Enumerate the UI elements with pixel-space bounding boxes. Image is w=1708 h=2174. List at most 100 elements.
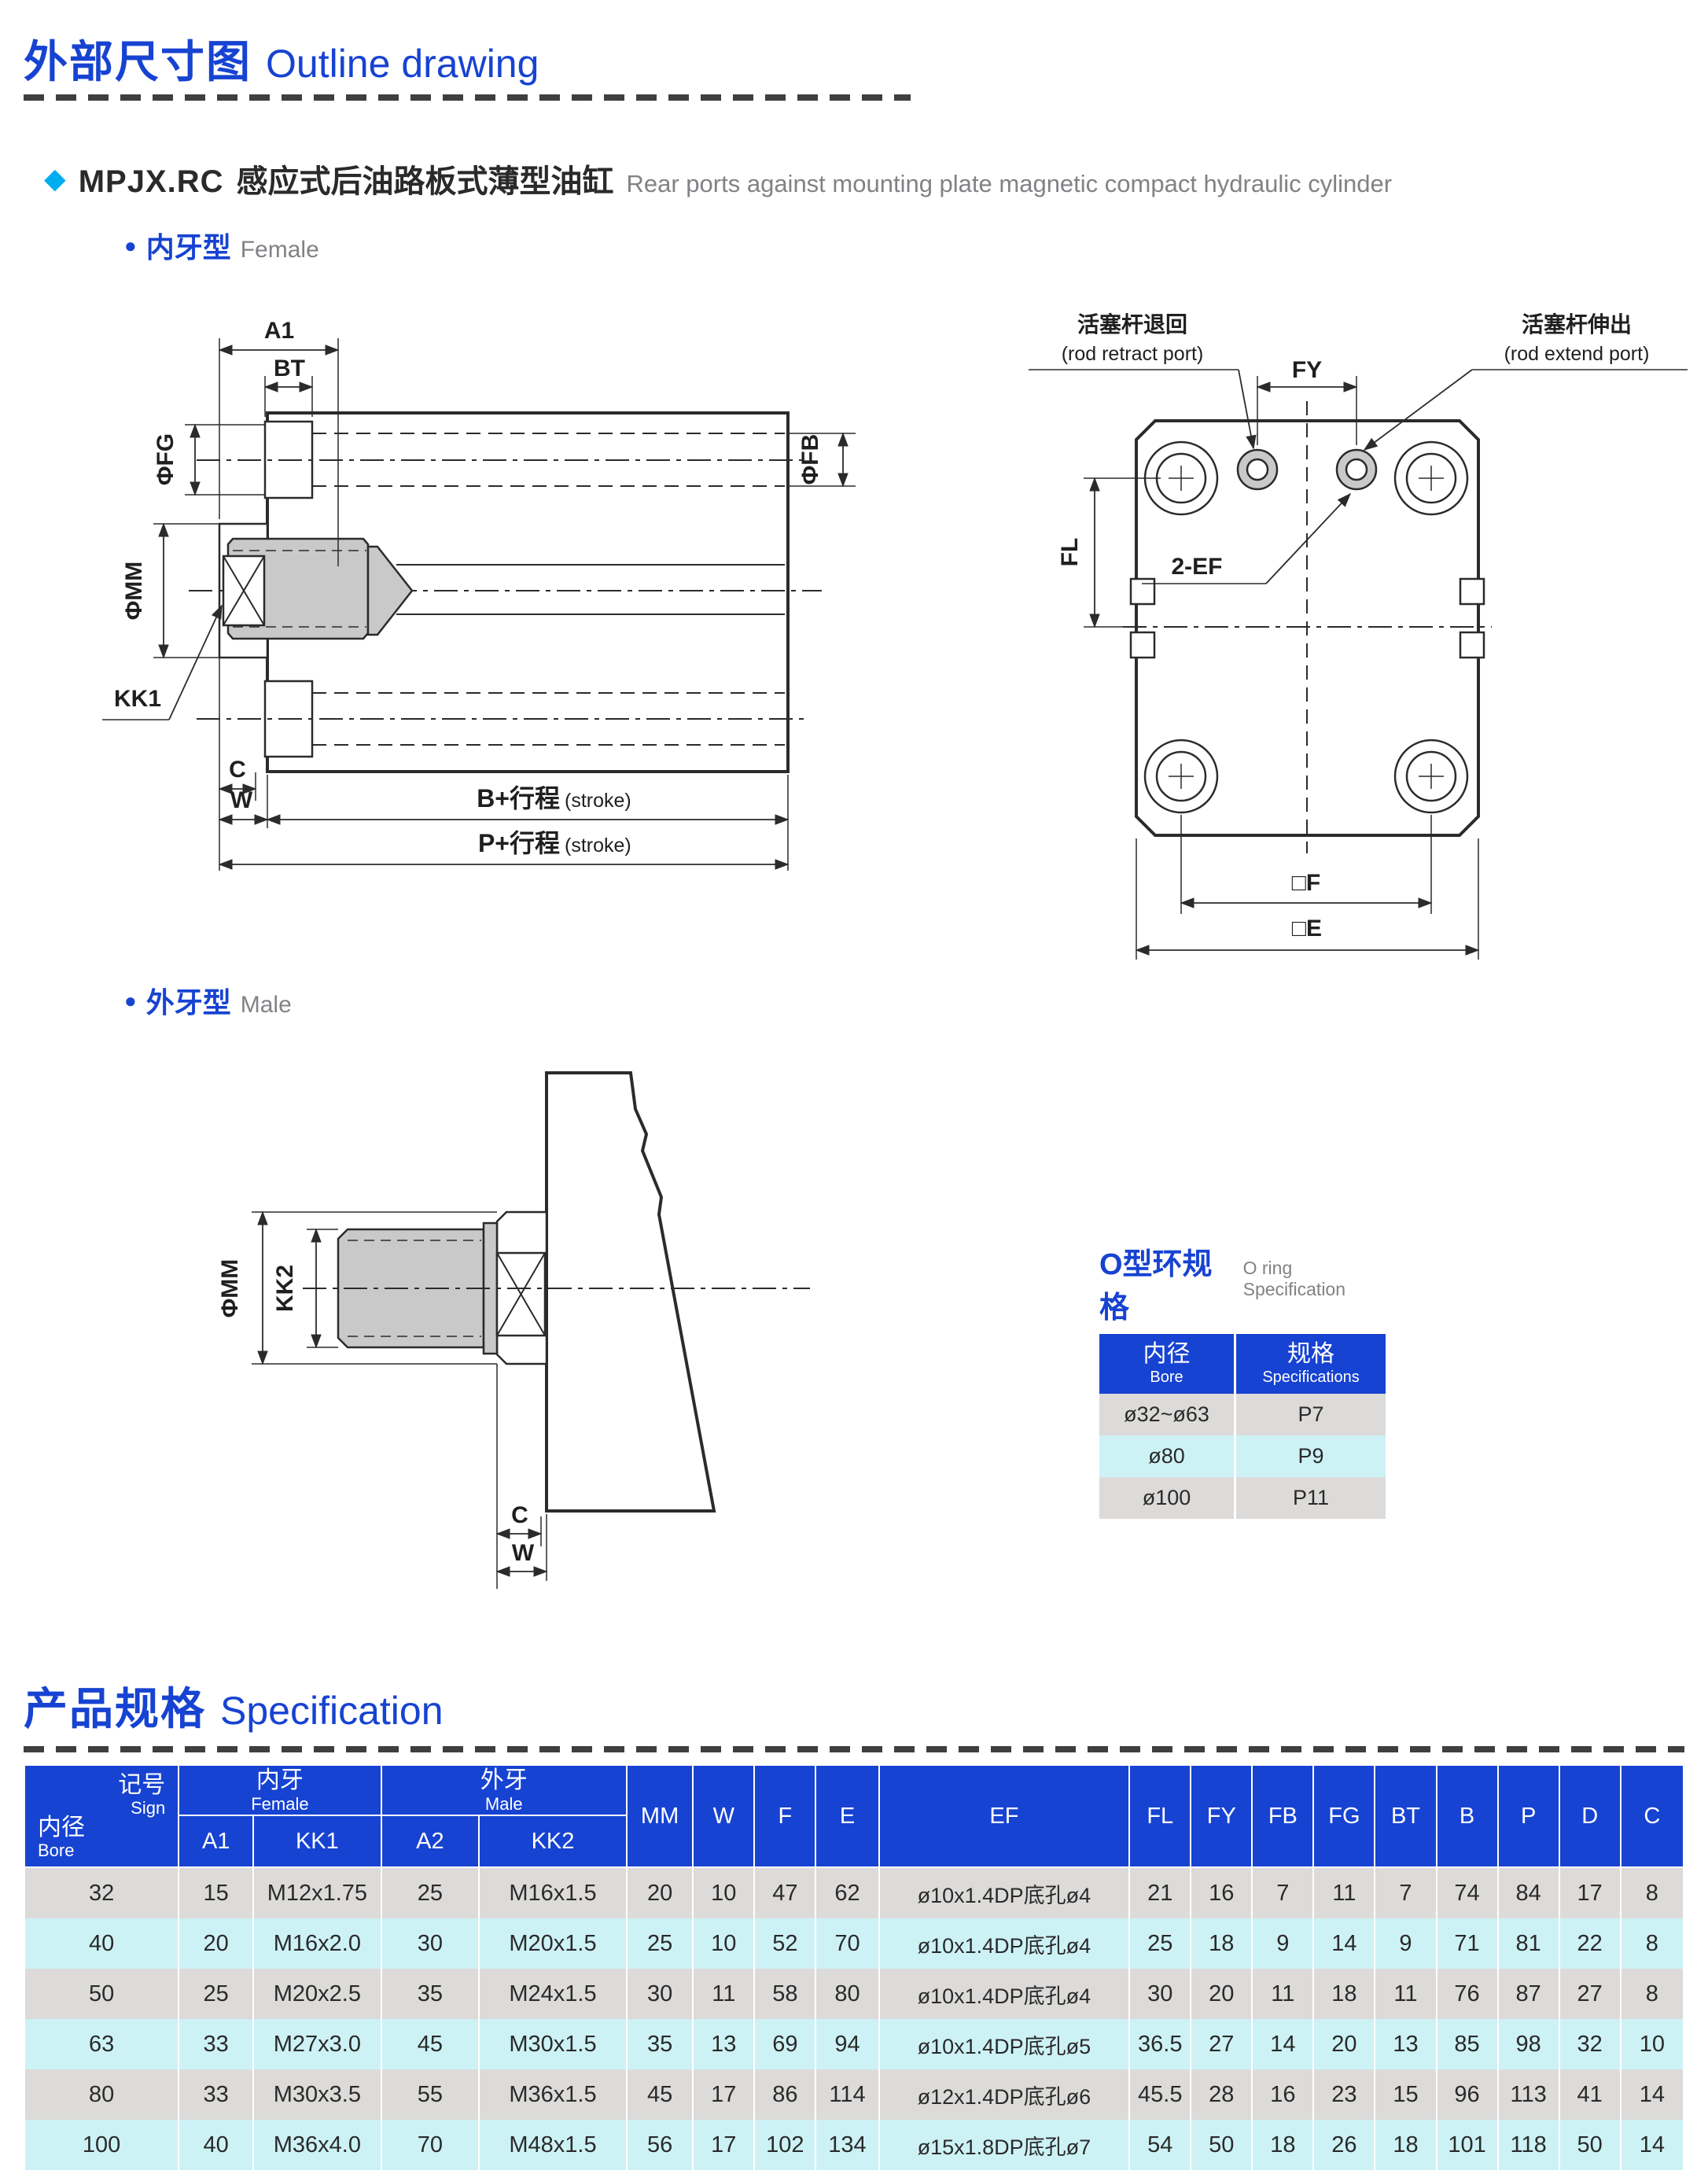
spec-cell: 15 — [178, 1867, 255, 1918]
oring-cell: P7 — [1234, 1394, 1386, 1435]
label-retract-zh: 活塞杆退回 — [1077, 311, 1187, 337]
spec-cell: 7 — [1374, 1867, 1437, 1918]
spec-cell: 20 — [1190, 1969, 1253, 2019]
spec-cell: 17 — [692, 2120, 756, 2170]
spec-cell: 26 — [1312, 2120, 1376, 2170]
spec-cell: 18 — [1190, 1918, 1253, 1969]
spec-dashed-divider — [24, 1746, 1684, 1752]
oring-col-bore-en: Bore — [1150, 1369, 1183, 1386]
title-dashed-divider — [24, 94, 911, 101]
spec-cell: 33 — [178, 2019, 255, 2069]
spec-cell: 14 — [1619, 2120, 1685, 2170]
spec-cell: 81 — [1496, 1918, 1560, 1969]
spec-cell: ø10x1.4DP底孔ø4 — [878, 1969, 1131, 2019]
label-b-stroke-en: (stroke) — [565, 790, 631, 812]
spec-group-female: 内牙 Female — [178, 1764, 382, 1816]
spec-subcol-kk1: KK1 — [252, 1815, 382, 1868]
spec-cell: 8 — [1619, 1918, 1685, 1969]
spec-title-en: Specification — [220, 1689, 444, 1733]
label-fb: ΦFB — [797, 434, 823, 485]
label-a1: A1 — [264, 318, 294, 344]
label-square-f: □F — [1292, 870, 1320, 896]
dimension-b-stroke: B+行程 (stroke) — [266, 775, 790, 871]
spec-cell: 87 — [1496, 1969, 1560, 2019]
spec-cell: 7 — [1251, 1867, 1315, 1918]
section-male-zh: 外牙型 — [145, 986, 231, 1019]
spec-cell: 35 — [625, 2019, 694, 2069]
spec-cell: 76 — [1435, 1969, 1499, 2019]
oil-ports — [1236, 448, 1378, 491]
spec-cell: 54 — [1128, 2120, 1192, 2170]
spec-col-fy: FY — [1190, 1764, 1253, 1868]
spec-cell: 30 — [625, 1969, 694, 2019]
spec-cell: M20x2.5 — [252, 1969, 382, 2019]
spec-col-fg: FG — [1312, 1764, 1376, 1868]
page-title-zh: 外部尺寸图 — [24, 37, 252, 87]
spec-cell: 10 — [692, 1918, 756, 1969]
spec-corner-sign-en: Sign — [131, 1798, 166, 1818]
spec-cell: 52 — [753, 1918, 817, 1969]
callout-2ef: 2-EF — [1142, 492, 1352, 584]
spec-cell: M16x1.5 — [478, 1867, 628, 1918]
spec-cell: 36.5 — [1128, 2019, 1192, 2069]
dimension-fy: FY — [1256, 357, 1358, 445]
spec-group-female-zh: 内牙 — [256, 1767, 304, 1793]
label-kk2: KK2 — [272, 1265, 298, 1312]
oring-title-en: O ring Specification — [1242, 1258, 1346, 1299]
section-male-en: Male — [240, 992, 292, 1018]
page-title: 外部尺寸图 Outline drawing — [24, 27, 539, 90]
corner-bolt-holes — [1143, 440, 1469, 814]
spec-col-b: B — [1435, 1764, 1499, 1868]
dimension-kk2: KK2 — [272, 1228, 338, 1349]
label-w-male: W — [512, 1540, 535, 1566]
spec-cell: 50 — [23, 1969, 180, 2019]
page-title-en: Outline drawing — [266, 42, 539, 86]
dimension-c-male: C — [495, 1364, 543, 1589]
spec-cell: 22 — [1558, 1918, 1621, 1969]
oring-cell: ø80 — [1148, 1444, 1185, 1468]
spec-cell: 16 — [1190, 1867, 1253, 1918]
label-p-stroke: P+行程 — [478, 829, 560, 857]
spec-cell: 14 — [1251, 2019, 1315, 2069]
spec-cell: ø10x1.4DP底孔ø4 — [878, 1918, 1131, 1969]
spec-cell: 71 — [1435, 1918, 1499, 1969]
spec-cell: 70 — [380, 2120, 480, 2170]
spec-corner-bore: 内径 Bore — [38, 1815, 85, 1860]
spec-cell: 100 — [23, 2120, 180, 2170]
spec-title: 产品规格 Specification — [24, 1674, 444, 1737]
oring-cell: P9 — [1234, 1435, 1386, 1477]
label-mm: ΦMM — [121, 562, 147, 621]
label-mm-male: ΦMM — [217, 1259, 243, 1318]
spec-cell: M27x3.0 — [252, 2019, 382, 2069]
dimension-mm-male: ΦMM — [217, 1210, 497, 1365]
male-side-view-drawing: ΦMM KK2 C W — [217, 1071, 810, 1589]
spec-cell: 30 — [380, 1918, 480, 1969]
spec-cell: M24x1.5 — [478, 1969, 628, 2019]
spec-cell: 32 — [1558, 2019, 1621, 2069]
spec-cell: M20x1.5 — [478, 1918, 628, 1969]
spec-col-f: F — [753, 1764, 817, 1868]
spec-subcol-a1: A1 — [178, 1815, 255, 1868]
section-female: ● 内牙型 Female — [124, 225, 319, 266]
spec-cell: 17 — [692, 2069, 756, 2120]
dimension-mm-female: ΦMM — [121, 522, 219, 659]
spec-cell: M12x1.75 — [252, 1867, 382, 1918]
spec-cell: 80 — [815, 1969, 880, 2019]
dimension-square-f: □F — [1180, 815, 1433, 914]
spec-cell: 41 — [1558, 2069, 1621, 2120]
spec-corner-sign: 记号 Sign — [118, 1772, 165, 1818]
spec-group-female-en: Female — [251, 1793, 309, 1814]
spec-corner-cell: 记号 Sign 内径 Bore — [23, 1764, 180, 1868]
spec-col-p: P — [1496, 1764, 1560, 1868]
threaded-rod-female — [222, 537, 785, 640]
spec-cell: M36x1.5 — [478, 2069, 628, 2120]
label-c-male: C — [511, 1502, 528, 1528]
spec-cell: 25 — [625, 1918, 694, 1969]
spec-cell: 8 — [1619, 1969, 1685, 2019]
label-kk1: KK1 — [114, 686, 161, 712]
spec-cell: 50 — [1190, 2120, 1253, 2170]
oring-col-spec-en: Specifications — [1262, 1369, 1360, 1386]
